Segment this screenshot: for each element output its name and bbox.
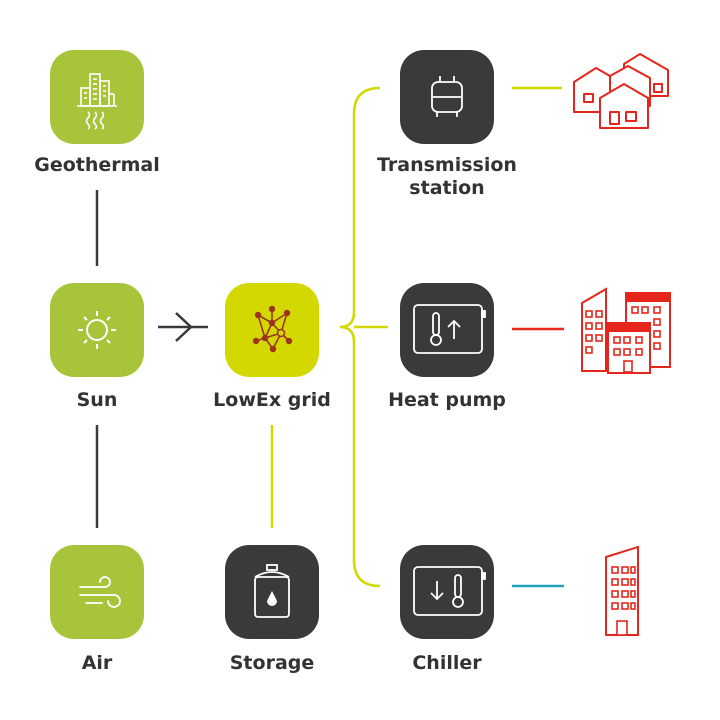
storage-label: Storage	[229, 652, 315, 674]
air-label: Air	[81, 652, 113, 674]
wind-icon	[79, 576, 121, 608]
chiller-tile	[400, 545, 494, 639]
lowex-tile	[225, 283, 319, 377]
city-heat-icon	[77, 73, 117, 130]
office-tower-icon	[605, 545, 639, 636]
transmission-tile	[400, 50, 494, 144]
heat-pump-icon	[413, 304, 486, 354]
chiller-label: Chiller	[412, 652, 482, 674]
storage-tile	[225, 545, 319, 639]
sun-icon	[78, 311, 116, 349]
lowex-label: LowEx grid	[213, 389, 331, 411]
chiller-icon	[413, 566, 486, 616]
sun-tile	[50, 283, 144, 377]
heatpump-tile	[400, 283, 494, 377]
air-tile	[50, 545, 144, 639]
branch-bracket	[339, 86, 381, 588]
transmission-label-line1: Transmission	[377, 154, 517, 176]
apartment-blocks-icon	[581, 287, 671, 374]
network-icon	[252, 305, 293, 353]
heatpump-label: Heat pump	[388, 389, 506, 411]
arrow-sun-lowex	[158, 312, 208, 342]
transmission-label-line2: station	[409, 177, 485, 199]
sun-label: Sun	[76, 389, 118, 411]
geothermal-tile	[50, 50, 144, 144]
tank-icon	[254, 564, 290, 618]
houses-icon	[573, 53, 669, 129]
geothermal-label: Geothermal	[34, 154, 160, 176]
transmission-icon	[431, 76, 463, 117]
transmission-label: Transmission station	[357, 154, 537, 200]
